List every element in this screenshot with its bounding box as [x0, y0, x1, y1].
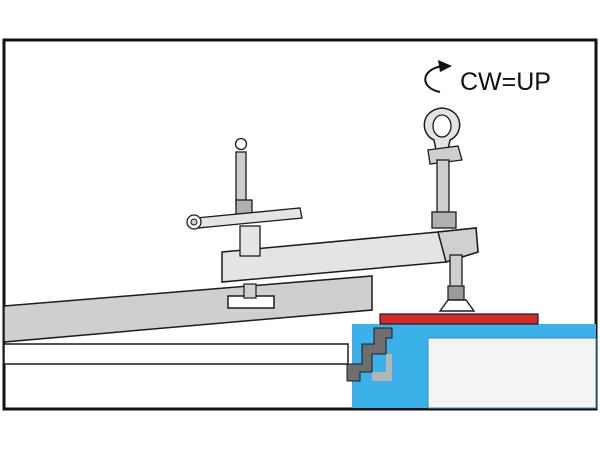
clamp-arm [221, 227, 479, 309]
handle-end-hole [190, 218, 198, 226]
screw-rod [235, 151, 247, 205]
eye-hole [432, 114, 452, 138]
rotation-label: CW=UP [460, 68, 551, 96]
t-bolt-stem [243, 283, 257, 299]
screw-collar [235, 199, 253, 215]
arm-tip [437, 227, 479, 263]
leveling-foot [438, 299, 476, 312]
eye-rod [436, 159, 450, 217]
foot-spring [447, 285, 465, 301]
post-sleeve [239, 225, 261, 257]
clamp-screw [186, 137, 303, 257]
eye-collar [431, 211, 457, 229]
rotation-annotation: CW=UP [424, 60, 551, 96]
rotation-arrowhead [438, 60, 452, 72]
coping-step-light [372, 354, 392, 381]
pool-concrete [427, 337, 597, 409]
protective-pad [379, 313, 539, 325]
screw-knob [234, 137, 248, 151]
eye-bolt [423, 107, 476, 312]
rotation-arrow-icon [424, 65, 443, 93]
coping-step [346, 327, 393, 382]
lower-rod [449, 254, 463, 288]
pool-edge [346, 324, 597, 409]
deck-slab [3, 343, 349, 365]
